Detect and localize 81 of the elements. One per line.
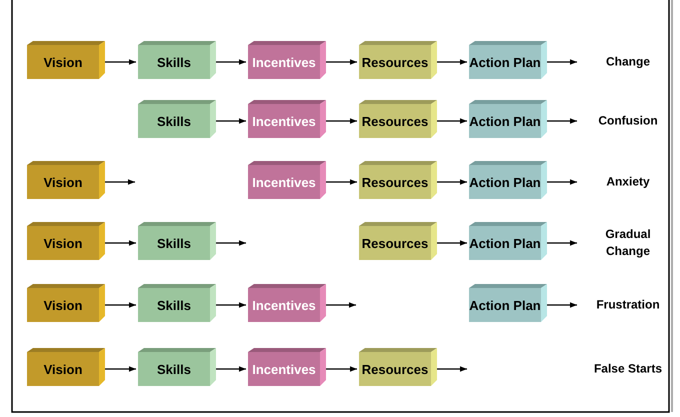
- outcome-label: False Starts: [592, 360, 664, 378]
- block-label: Vision: [44, 362, 82, 376]
- block-label: Incentives: [252, 114, 316, 128]
- arrow: [216, 118, 246, 124]
- incentives-block: [248, 100, 326, 138]
- resources-block: [359, 222, 437, 260]
- block-label: Action Plan: [469, 298, 541, 312]
- arrow: [105, 179, 135, 185]
- arrow: [326, 179, 357, 185]
- block-label: Resources: [362, 114, 428, 128]
- arrow: [547, 118, 577, 124]
- action-plan-block: [469, 222, 547, 260]
- action-plan-block: [469, 284, 547, 322]
- vision-block: [27, 161, 105, 199]
- incentives-block: [248, 348, 326, 386]
- arrow: [216, 302, 246, 308]
- arrow: [547, 240, 577, 246]
- skills-block: [138, 100, 216, 138]
- block-label: Resources: [362, 174, 428, 190]
- block-label: Vision: [44, 54, 82, 70]
- block-label: Vision: [44, 298, 82, 312]
- resources-block: [359, 348, 437, 386]
- outcome-label: Change: [604, 54, 651, 70]
- arrow: [105, 366, 136, 372]
- skills-block: [138, 222, 216, 260]
- block-label: Action Plan: [469, 114, 541, 128]
- outcome-label: Gradual Change: [604, 226, 652, 260]
- action-plan-block: [469, 41, 547, 79]
- arrow: [216, 59, 246, 65]
- arrow: [326, 302, 356, 308]
- arrow: [437, 179, 467, 185]
- arrow: [105, 240, 136, 246]
- arrow: [437, 118, 467, 124]
- skills-block: [138, 284, 216, 322]
- resources-block: [359, 100, 437, 138]
- action-plan-block: [469, 100, 547, 138]
- vision-block: [27, 41, 105, 79]
- vision-block: [27, 284, 105, 322]
- skills-block: [138, 41, 216, 79]
- vision-block: [27, 348, 105, 386]
- incentives-block: [248, 284, 326, 322]
- arrow: [437, 59, 467, 65]
- resources-block: [359, 161, 437, 199]
- outcome-label: Anxiety: [605, 174, 651, 190]
- block-label: Skills: [157, 114, 191, 128]
- outcome-label: Confusion: [597, 112, 659, 130]
- block-label: Skills: [157, 298, 191, 312]
- arrow: [547, 179, 577, 185]
- block-label: Action Plan: [469, 174, 541, 190]
- block-label: Skills: [157, 236, 191, 250]
- arrow: [326, 366, 357, 372]
- outcome-label: Frustration: [595, 296, 661, 314]
- block-label: Incentives: [252, 174, 316, 190]
- block-label: Vision: [44, 236, 82, 250]
- arrow: [547, 302, 577, 308]
- block-label: Skills: [157, 54, 191, 70]
- arrow: [216, 240, 246, 246]
- block-label: Resources: [362, 236, 428, 250]
- incentives-block: [248, 41, 326, 79]
- arrow: [105, 302, 136, 308]
- arrow: [216, 366, 246, 372]
- arrow: [105, 59, 136, 65]
- block-label: Action Plan: [469, 236, 541, 250]
- block-label: Action Plan: [469, 54, 541, 70]
- arrow: [326, 118, 357, 124]
- vision-block: [27, 222, 105, 260]
- block-label: Incentives: [252, 298, 316, 312]
- arrow: [326, 59, 357, 65]
- incentives-block: [248, 161, 326, 199]
- block-label: Incentives: [252, 54, 316, 70]
- arrow: [437, 240, 467, 246]
- block-label: Incentives: [252, 362, 316, 376]
- block-label: Resources: [362, 54, 428, 70]
- block-label: Vision: [44, 174, 82, 190]
- arrow: [437, 366, 467, 372]
- resources-block: [359, 41, 437, 79]
- block-label: Resources: [362, 362, 428, 376]
- action-plan-block: [469, 161, 547, 199]
- skills-block: [138, 348, 216, 386]
- block-label: Skills: [157, 362, 191, 376]
- arrow: [547, 59, 577, 65]
